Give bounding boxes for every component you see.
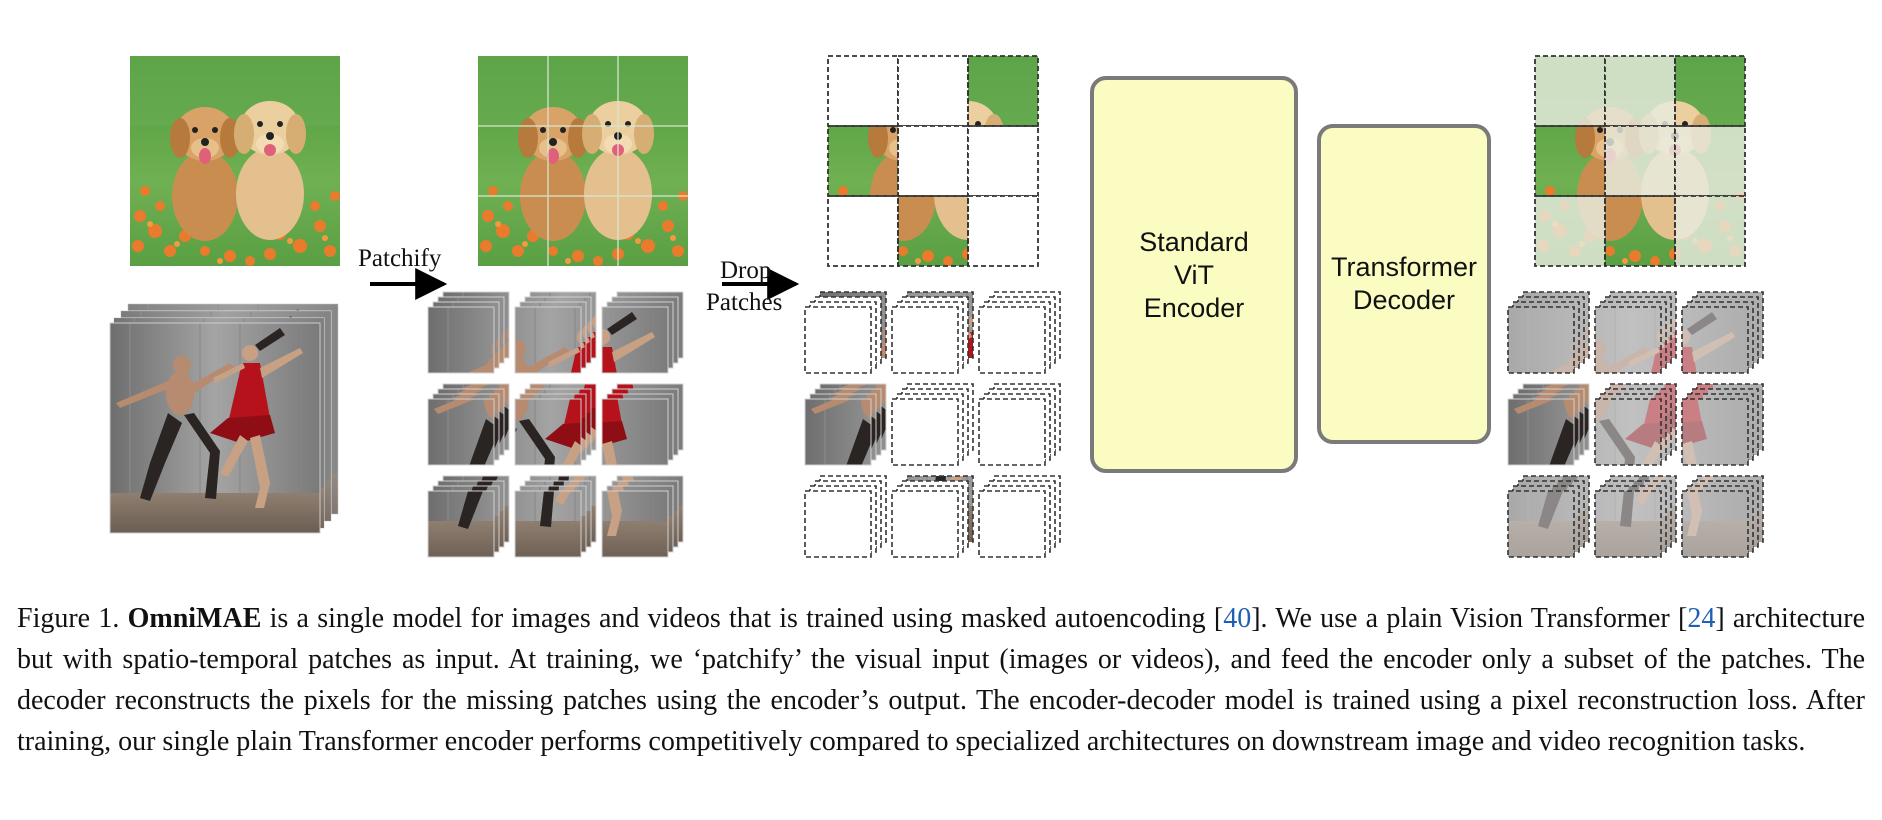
video-tube-patch — [1681, 475, 1764, 558]
video-tube-patch — [427, 291, 510, 374]
input-image — [130, 56, 340, 266]
patchified-image — [478, 56, 688, 266]
vit-encoder-box: Standard ViT Encoder — [1090, 76, 1298, 473]
video-tube-patch — [514, 475, 597, 558]
video-tube-patch — [601, 291, 684, 374]
caption-text-2: ]. We use a plain Vision Transformer [ — [1251, 603, 1688, 634]
encoder-label-line3: Encoder — [1144, 293, 1245, 323]
masked-video-tube — [978, 475, 1061, 558]
masked-video-tube — [891, 475, 974, 558]
video-tube-patch — [1681, 383, 1764, 466]
encoder-label-line2: ViT — [1174, 260, 1214, 290]
video-tube-patch — [1507, 475, 1590, 558]
figure-caption: Figure 1. OmniMAE is a single model for … — [17, 598, 1865, 762]
caption-text-1: is a single model for images and videos … — [261, 603, 1224, 634]
masked-video-tube — [891, 291, 974, 374]
video-tube-patch — [1507, 383, 1590, 466]
caption-model-name: OmniMAE — [127, 603, 262, 634]
video-tube-patch — [601, 383, 684, 466]
masked-video-tube — [804, 291, 887, 374]
drop-patches-arrow: Drop Patches — [706, 257, 800, 316]
video-tube-patch — [1594, 291, 1677, 374]
video-tube-patch — [427, 475, 510, 558]
masked-image — [827, 55, 1039, 267]
omnimae-figure: Patchify Drop Patches — [109, 55, 1764, 558]
decoder-label-line2: Decoder — [1353, 285, 1455, 315]
video-tube-patch — [1594, 383, 1677, 466]
patchify-arrow: Patchify — [358, 245, 448, 300]
masked-video — [804, 291, 1061, 558]
video-tube-patch — [427, 383, 510, 466]
masked-video-tube — [804, 475, 887, 558]
decoder-label-line1: Transformer — [1331, 252, 1477, 282]
reconstructed-video — [1507, 291, 1764, 558]
masked-video-tube — [978, 291, 1061, 374]
patchified-video — [427, 291, 684, 558]
transformer-decoder-box: Transformer Decoder — [1317, 124, 1491, 444]
video-tube-patch — [804, 383, 887, 466]
video-tube-patch — [1507, 291, 1590, 374]
input-video-clip — [109, 303, 339, 534]
reconstructed-image — [1534, 55, 1746, 267]
citation-link-24[interactable]: 24 — [1687, 603, 1716, 634]
video-tube-patch — [601, 475, 684, 558]
drop-label: Drop — [720, 257, 771, 284]
encoder-label-line1: Standard — [1139, 227, 1249, 257]
video-tube-patch — [514, 291, 597, 374]
masked-video-tube — [978, 383, 1061, 466]
patchify-label: Patchify — [358, 245, 442, 272]
masked-video-tube — [891, 383, 974, 466]
video-tube-patch — [1594, 475, 1677, 558]
caption-label: Figure 1. — [17, 603, 120, 634]
video-tube-patch — [1681, 291, 1764, 374]
caption-text-3: ] architecture but with spatio-temporal … — [17, 603, 1866, 757]
patches-label: Patches — [706, 289, 782, 316]
citation-link-40[interactable]: 40 — [1223, 603, 1252, 634]
video-tube-patch — [514, 383, 597, 466]
